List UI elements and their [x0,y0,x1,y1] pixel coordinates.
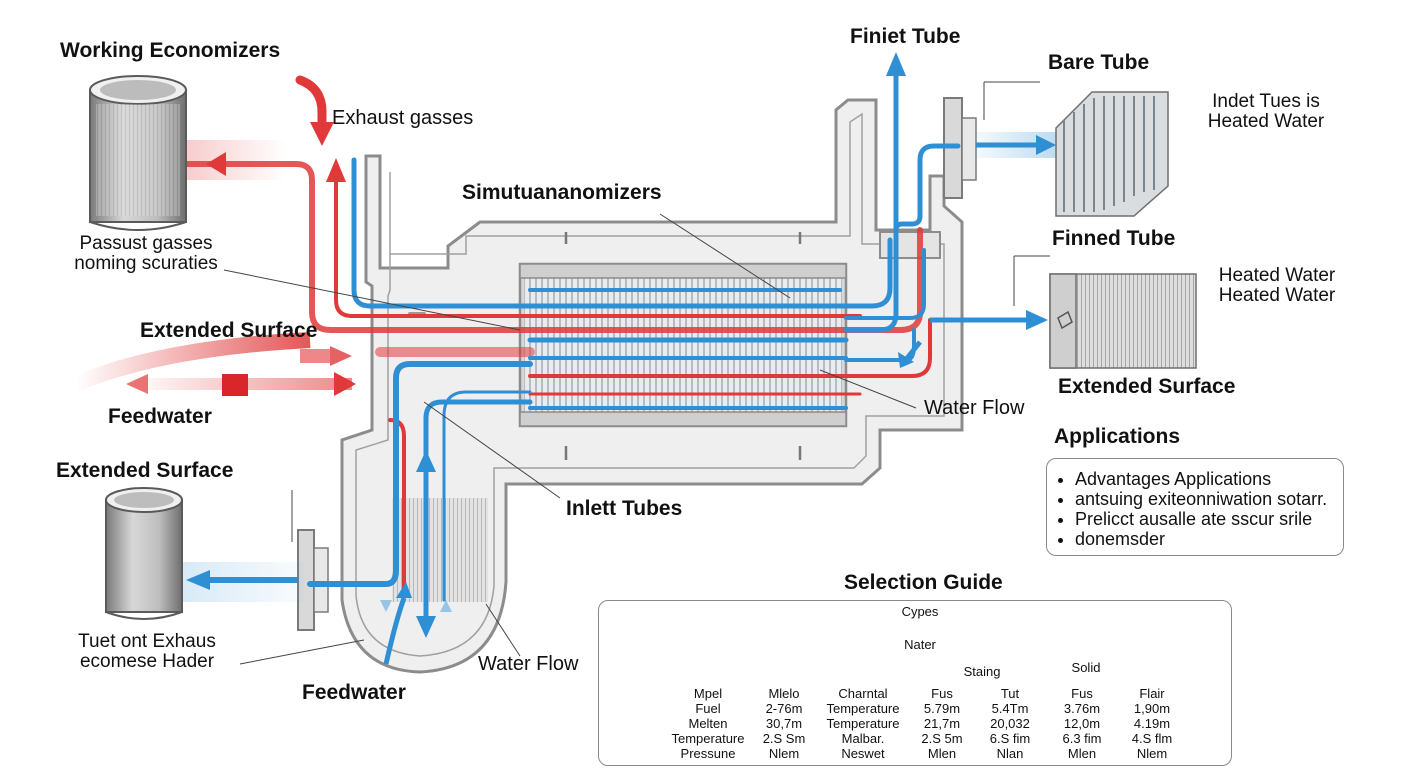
label-passust-line2: noming scuraties [74,252,218,274]
guide-cell: Temperature [826,701,900,716]
finiet-tube-arrowhead [886,52,906,76]
hot-gas-paths [173,75,932,598]
application-item: Advantages Applications [1075,469,1331,489]
guide-cell: Fus [931,686,953,701]
extended-surface-cylinder [105,487,183,620]
tree-root: Cypes [901,604,939,619]
guide-cell: Temperature [826,716,900,731]
guide-cell: Malbar. [841,731,885,746]
header-fins [392,498,488,602]
applications-box: Advantages Applications antsuing exiteon… [1046,458,1344,556]
label-extended-surface-right: Extended Surface [1058,375,1236,398]
guide-cell: Melten [688,716,728,731]
application-item: donemsder [1075,529,1331,549]
guide-cell: 21,7m [923,716,961,731]
label-indet-tues: Indet Tues is Heated Water [1196,92,1336,132]
guide-column: Tut 5.4Tm 20,032 6.S fim Nlan [980,686,1040,761]
label-inlet-tubes: Inlett Tubes [566,497,683,520]
guide-cell: 1,90m [1133,701,1171,716]
guide-cell: Pressune [680,746,736,761]
finned-tube-block [1049,273,1197,369]
label-heated-water: Heated Water Heated Water [1204,266,1350,306]
label-indet-line2: Heated Water [1207,110,1325,132]
hot-out-arrowhead [206,152,226,176]
guide-cell: Charntal [838,686,888,701]
label-indet-line1: Indet Tues is [1212,91,1320,112]
label-bare-tube: Bare Tube [1048,51,1150,74]
guide-cell: 6.S fim [989,731,1031,746]
guide-cell: Mlen [1067,746,1097,761]
guide-cell: Flair [1139,686,1165,701]
guide-cell: 2.S Sm [762,731,806,746]
guide-cell: 6.3 fim [1062,731,1102,746]
label-finiet-tube: Finiet Tube [850,25,961,48]
leader-lines [223,81,1050,665]
guide-column: Charntal Temperature Temperature Malbar.… [820,686,906,761]
label-water-flow-bottom: Water Flow [478,653,579,675]
working-economizer-cylinder [89,75,187,231]
label-extended-surface-left: Extended Surface [140,319,318,342]
label-water-flow-mid: Water Flow [924,397,1025,419]
extended-surface-flow [72,332,311,392]
feedwater-arrow [126,372,356,396]
tree-branch-staing: Staing [963,664,1001,679]
guide-column: Mlelo 2-76m 30,7m 2.S Sm Nlem [750,686,818,761]
guide-cell: 30,7m [765,716,803,731]
application-item: antsuing exiteonniwation sotarr. [1075,489,1331,509]
label-selection-guide: Selection Guide [844,571,1003,594]
label-applications: Applications [1054,425,1181,448]
applications-list: Advantages Applications antsuing exiteon… [1047,459,1343,549]
hot-up-arrowhead [326,158,346,182]
label-feedwater-bottom: Feedwater [302,681,406,704]
guide-column: Fus 3.76m 12,0m 6.3 fim Mlen [1052,686,1112,761]
guide-cell: 5.4Tm [991,701,1029,716]
guide-cell: Mlen [927,746,957,761]
label-exhaust-gasses: Exhaust gasses [332,107,474,129]
guide-column: Flair 1,90m 4.19m 4.S flm Nlem [1122,686,1182,761]
guide-cell: Mpel [693,686,723,701]
guide-column: Mpel Fuel Melten Temperature Pressune [660,686,756,761]
guide-cell: Fuel [695,701,721,716]
guide-cell: Fus [1071,686,1093,701]
label-heated-water-2: Heated Water [1218,284,1336,306]
label-feedwater-left: Feedwater [108,405,212,428]
application-item: Prelicct ausalle ate sscur srile [1075,509,1331,529]
exhaust-in-arrowhead [310,122,334,146]
guide-cell: 12,0m [1063,716,1101,731]
label-tuet-exhaus: Tuet ont Exhaus ecomese Hader [64,632,230,672]
guide-cell: 5.79m [923,701,961,716]
guide-cell: Nlem [768,746,800,761]
guide-cell: Neswet [841,746,885,761]
guide-cell: 2.S 5m [921,731,963,746]
label-tuet-line2: ecomese Hader [79,650,215,672]
label-passust-line1: Passust gasses [79,233,213,254]
tree-level2: Nater [904,637,936,652]
guide-cell: 20,032 [990,716,1030,731]
label-heated-water-1: Heated Water [1218,265,1336,286]
selection-guide-box [598,600,1232,766]
bare-tube-block [1055,91,1169,217]
guide-cell: 4.S flm [1131,731,1173,746]
guide-cell: Mlelo [768,686,800,701]
label-tuet-line1: Tuet ont Exhaus [78,631,216,652]
guide-cell: Temperature [671,731,745,746]
label-extended-surface-left2: Extended Surface [56,459,234,482]
guide-cell: Tut [1000,686,1020,701]
label-working-economizers: Working Economizers [60,39,281,62]
label-passust-gasses: Passust gasses noming scuraties [66,234,226,274]
guide-column: Fus 5.79m 21,7m 2.S 5m Mlen [912,686,972,761]
guide-cell: 3.76m [1063,701,1101,716]
tree-branch-solid: Solid [1071,660,1101,675]
guide-cell: 4.19m [1133,716,1171,731]
guide-cell: Nlan [996,746,1024,761]
label-simutuanomizers: Simutuananomizers [462,181,662,204]
label-finned-tube: Finned Tube [1052,227,1176,250]
guide-cell: 2-76m [765,701,803,716]
guide-cell: Nlem [1136,746,1168,761]
